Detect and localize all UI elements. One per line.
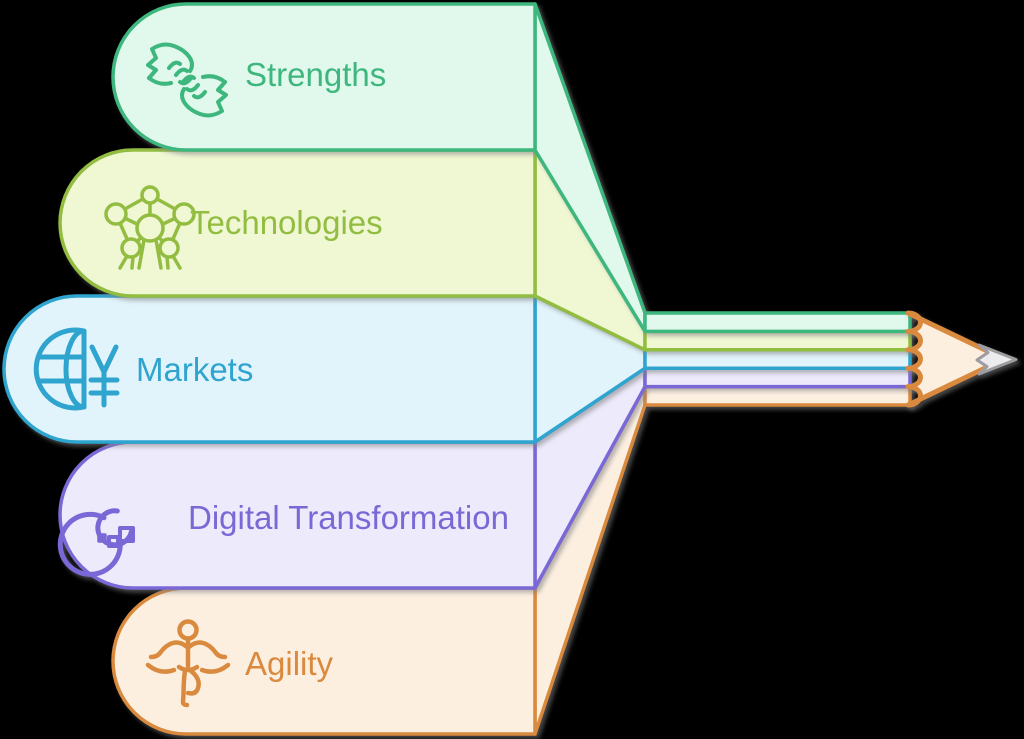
hand-bottom-right [178, 74, 228, 118]
digital-circle-pixels-icon [57, 508, 135, 577]
hand-top-left [146, 42, 196, 86]
digital-transformation-pencil-stripe [643, 366, 912, 389]
band-digital-transformation: Digital Transformation [57, 366, 912, 590]
technologies-pencil-stripe [643, 329, 912, 352]
atomium-network-icon [104, 185, 196, 270]
agile-person-icon [145, 619, 231, 708]
band-technologies: Technologies [58, 148, 912, 352]
band-strengths: Strengths [111, 2, 912, 334]
band-markets: Markets [2, 294, 912, 444]
pencil-wood-cone [905, 310, 1007, 408]
pencil-graphite-tip [975, 343, 1018, 376]
band-label-agility: Agility [245, 645, 334, 682]
band-label-digital-transformation: Digital Transformation [188, 499, 509, 536]
band-label-strengths: Strengths [245, 56, 386, 93]
markets-pencil-stripe [643, 348, 912, 370]
globe-yen-icon [33, 327, 120, 411]
agility-capsule [111, 586, 537, 736]
digital-transformation-capsule [58, 440, 537, 590]
markets-capsule [2, 294, 537, 444]
technologies-capsule [58, 148, 537, 298]
strengths-pencil-stripe [643, 311, 912, 334]
hands-support-icon [146, 42, 228, 118]
band-agility: Agility [111, 384, 912, 736]
band-label-technologies: Technologies [190, 204, 383, 241]
band-label-markets: Markets [136, 351, 253, 388]
agility-pencil-stripe [643, 384, 912, 407]
pencil-tip [905, 310, 1018, 408]
